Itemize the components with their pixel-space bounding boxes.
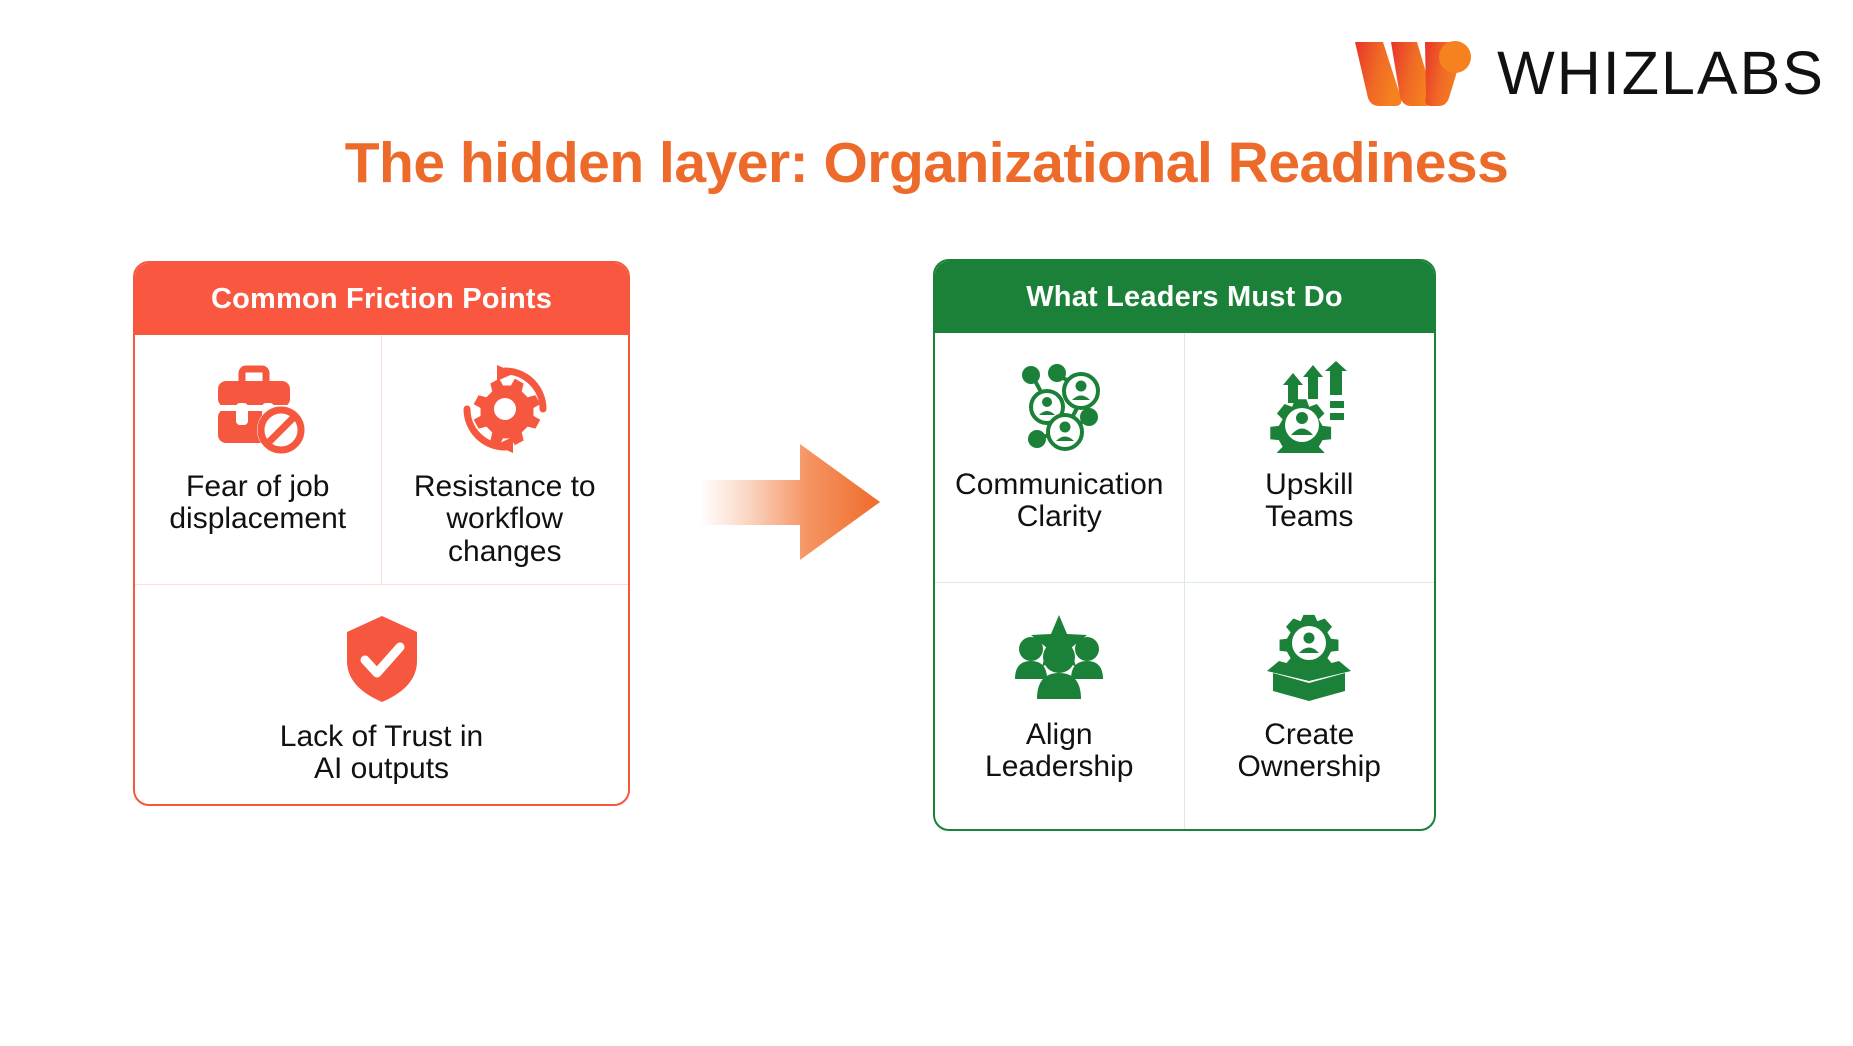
friction-items-grid: Fear of job displacement Resistance to w… (135, 335, 628, 804)
friction-item-fear-of-job-displacement: Fear of job displacement (135, 335, 382, 585)
friction-item-label: Lack of Trust in AI outputs (279, 720, 484, 786)
briefcase-prohibited-icon (210, 361, 306, 457)
common-friction-points-card: Common Friction Points Fear of job displ… (133, 261, 630, 806)
leaders-item-create-ownership: Create Ownership (1185, 583, 1435, 829)
friction-item-label: Resistance to workflow changes (413, 470, 596, 568)
shield-check-icon (343, 611, 421, 707)
leaders-item-label: Upskill Teams (1265, 468, 1354, 534)
leaders-item-communication-clarity: Communication Clarity (935, 333, 1185, 583)
leaders-card-header: What Leaders Must Do (935, 261, 1434, 333)
open-box-gear-person-icon (1263, 609, 1355, 705)
brand-wordmark: WHIZLABS (1497, 38, 1825, 107)
leaders-item-label: Communication Clarity (955, 468, 1164, 534)
whizlabs-w-mark-icon (1355, 41, 1472, 106)
leaders-item-label: Create Ownership (1237, 718, 1381, 784)
leaders-items-grid: Communication Clarity (935, 333, 1434, 829)
brand-logo: WHIZLABS (1353, 36, 1825, 110)
page-title: The hidden layer: Organizational Readine… (344, 131, 1509, 195)
gear-refresh-cycle-icon (459, 361, 551, 457)
gear-person-up-arrows-icon (1265, 359, 1353, 455)
friction-item-label: Fear of job displacement (169, 470, 347, 536)
leaders-item-align-leadership: Align Leadership (935, 583, 1185, 829)
friction-card-header: Common Friction Points (135, 263, 628, 335)
people-network-icon (1011, 359, 1107, 455)
leaders-item-upskill-teams: Upskill Teams (1184, 333, 1434, 583)
right-arrow-icon (700, 444, 880, 560)
what-leaders-must-do-card: What Leaders Must Do (933, 259, 1436, 831)
team-star-icon (1012, 609, 1106, 705)
leaders-item-label: Align Leadership (985, 718, 1134, 784)
friction-item-resistance-to-workflow-changes: Resistance to workflow changes (381, 335, 628, 585)
friction-item-lack-of-trust-in-ai-outputs: Lack of Trust in AI outputs (135, 585, 628, 804)
